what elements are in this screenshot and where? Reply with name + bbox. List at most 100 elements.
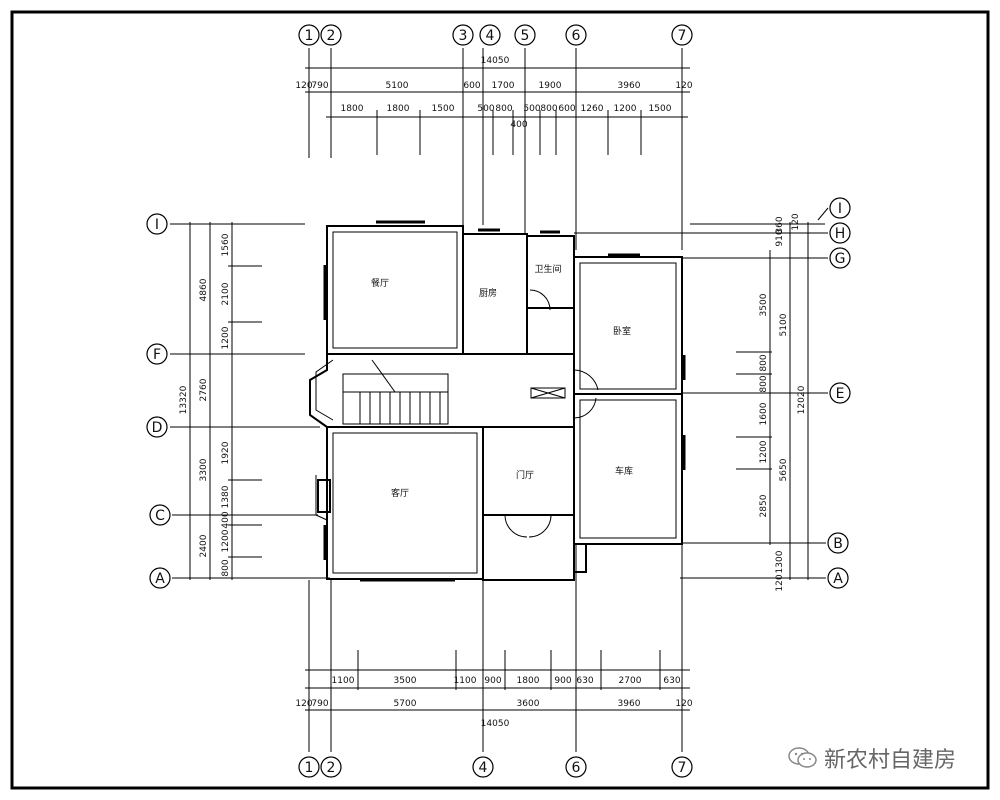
dim-left-r2-0: 1560 <box>221 233 231 256</box>
dim-right-top-1: 360 <box>775 216 785 233</box>
dim-top-r1-6: 3960 <box>618 81 641 91</box>
grid-label-left-C: C <box>155 508 165 524</box>
grid-label-bottom-7: 7 <box>678 760 687 776</box>
dim-top-r2-7: 600 <box>558 104 575 114</box>
dim-left-r2-4: 1380 <box>221 485 231 508</box>
dim-top-r2-6: 800 <box>540 104 557 114</box>
dim-left-r1-0: 4860 <box>199 278 209 301</box>
room-label-dining: 餐厅 <box>371 277 389 289</box>
dim-top-r1-3: 600 <box>463 81 480 91</box>
dim-top-r2-8: 1260 <box>581 104 604 114</box>
dim-top-r2-1: 1800 <box>387 104 410 114</box>
dim-bot-r1-2: 1100 <box>454 676 477 686</box>
grid-label-top-7: 7 <box>678 28 687 44</box>
dim-left-r2-1: 2100 <box>221 282 231 305</box>
grid-label-right-G: G <box>835 251 846 267</box>
grid-label-left-D: D <box>152 420 163 436</box>
dim-top-r1-1: 790 <box>311 81 328 91</box>
dim-bot-r1-5: 900 <box>554 676 571 686</box>
dim-top-r2-5: 500 <box>523 104 540 114</box>
grid-label-top-2: 2 <box>327 28 336 44</box>
watermark: 新农村自建房 <box>788 738 988 778</box>
dim-right-total: 12020 <box>797 385 807 414</box>
dim-bot-r1-1: 3500 <box>394 676 417 686</box>
drawing-border <box>10 10 990 790</box>
dim-top-r1-4: 1700 <box>492 81 515 91</box>
dim-left-r1-2: 3300 <box>199 458 209 481</box>
grid-label-right-A: A <box>833 571 843 587</box>
dim-bot-r1-3: 900 <box>484 676 501 686</box>
dim-bot-r1-0: 1100 <box>332 676 355 686</box>
dim-top-r2-3: 500 <box>477 104 494 114</box>
wechat-icon <box>788 747 817 768</box>
dim-top-r2-2: 1500 <box>432 104 455 114</box>
grid-label-right-E: E <box>836 386 845 402</box>
grid-label-top-4: 4 <box>486 28 495 44</box>
dim-top-r1-7: 120 <box>675 81 692 91</box>
staircase <box>342 359 449 425</box>
grid-bubbles <box>146 24 851 778</box>
dim-left-r2-2: 1200 <box>221 326 231 349</box>
dim-top-400: 400 <box>510 120 527 130</box>
dim-right-top-0: 910 <box>775 229 785 246</box>
dim-top-r1-5: 1900 <box>539 81 562 91</box>
dim-bot-r2-0: 120 <box>295 699 312 709</box>
grid-label-right-B: B <box>833 536 843 552</box>
building-walls <box>309 225 683 581</box>
dimension-lines <box>189 67 809 711</box>
dim-right-r2-5: 2850 <box>759 494 769 517</box>
dim-top-r2-4: 800 <box>495 104 512 114</box>
dim-top-r2-10: 1500 <box>649 104 672 114</box>
grid-label-bottom-4: 4 <box>479 760 488 776</box>
dim-bot-r1-6: 630 <box>576 676 593 686</box>
dim-bot-total: 14050 <box>481 719 510 729</box>
grid-label-right-H: H <box>835 226 846 242</box>
dim-bot-r2-2: 5700 <box>394 699 417 709</box>
windows <box>323 220 686 582</box>
grid-label-left-F: F <box>153 347 161 363</box>
grid-label-top-3: 3 <box>459 28 468 44</box>
dim-top-total: 14050 <box>481 56 510 66</box>
dim-right-bottom-1: 120 <box>775 574 785 591</box>
grid-label-left-I: I <box>155 217 159 233</box>
grid-label-top-5: 5 <box>521 28 530 44</box>
room-label-foyer: 门厅 <box>516 469 534 481</box>
room-bedroom <box>573 256 683 395</box>
dim-bot-r1-8: 630 <box>663 676 680 686</box>
dim-left-r1-3: 2400 <box>199 534 209 557</box>
dim-left-r2-5: 400 <box>221 511 231 528</box>
dim-right-r2-3: 1600 <box>759 402 769 425</box>
room-label-toilet: 卫生间 <box>534 263 561 275</box>
grid-lines <box>170 48 829 752</box>
room-living <box>326 426 484 580</box>
dim-left-r2-7: 800 <box>221 559 231 576</box>
dim-left-r2-6: 1200 <box>221 529 231 552</box>
grid-label-bottom-1: 1 <box>305 760 314 776</box>
grid-label-bottom-6: 6 <box>572 760 581 776</box>
dim-bot-r2-3: 3600 <box>517 699 540 709</box>
dim-right-r1-0: 5100 <box>779 313 789 336</box>
watermark-text: 新农村自建房 <box>824 748 957 773</box>
room-dining <box>326 225 464 355</box>
grid-label-top-6: 6 <box>572 28 581 44</box>
dim-right-top-2: 120 <box>791 213 801 230</box>
dim-top-r1-2: 5100 <box>386 81 409 91</box>
grid-label-bottom-2: 2 <box>327 760 336 776</box>
doors <box>504 289 599 538</box>
room-label-kitchen: 厨房 <box>479 287 497 299</box>
grid-label-top-1: 1 <box>305 28 314 44</box>
dim-left-total: 13320 <box>179 385 189 414</box>
grid-label-right-I: I <box>838 201 842 217</box>
dim-bot-r1-4: 1800 <box>517 676 540 686</box>
dim-top-r2-9: 1200 <box>614 104 637 114</box>
dim-left-r2-3: 1920 <box>221 441 231 464</box>
dim-bot-r2-5: 120 <box>675 699 692 709</box>
dim-right-bottom-0: 1300 <box>775 550 785 573</box>
dim-bot-r2-1: 790 <box>311 699 328 709</box>
room-label-living: 客厅 <box>391 487 409 499</box>
dim-bot-r1-7: 2700 <box>619 676 642 686</box>
dim-right-r1-1: 5650 <box>779 458 789 481</box>
grid-label-left-A: A <box>155 571 165 587</box>
dim-bot-r2-4: 3960 <box>618 699 641 709</box>
